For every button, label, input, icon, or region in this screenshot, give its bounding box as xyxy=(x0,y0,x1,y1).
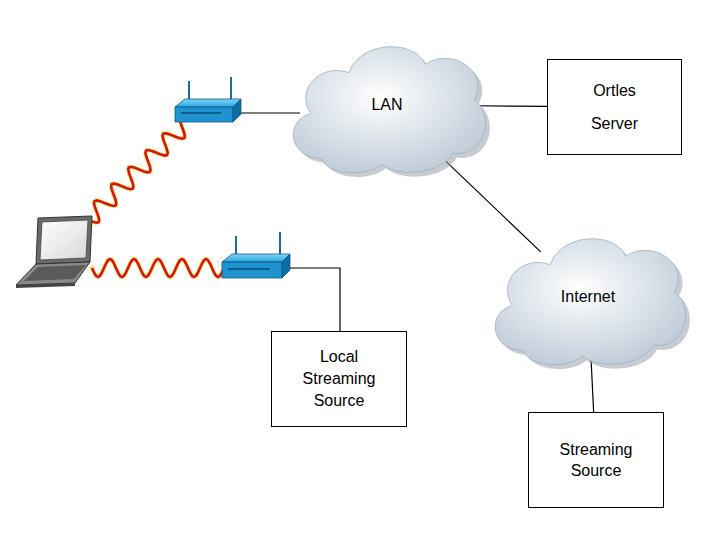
cloud-fill xyxy=(495,239,686,365)
router-wire xyxy=(290,268,340,332)
wireless-waves xyxy=(88,116,224,277)
network-link xyxy=(474,105,547,107)
laptop-icon xyxy=(16,216,92,288)
router-wire xyxy=(240,112,300,113)
device-label: Streaming Source xyxy=(550,439,642,481)
wave-glow xyxy=(92,259,224,277)
wireless-router xyxy=(175,77,241,122)
device-box: Local Streaming Source xyxy=(271,331,407,427)
device-label: Ortles Server xyxy=(569,74,661,140)
cloud-fill xyxy=(293,47,485,173)
network-cloud: Internet xyxy=(480,222,696,372)
wave-signal xyxy=(88,116,191,222)
device-box: Streaming Source xyxy=(528,412,664,508)
network-link xyxy=(434,150,540,252)
device-label: Local Streaming Source xyxy=(293,346,385,412)
wireless-router xyxy=(222,232,290,278)
network-label: LAN xyxy=(371,95,402,115)
wave-signal xyxy=(92,259,224,277)
device-box: Ortles Server xyxy=(547,59,682,155)
wave-glow xyxy=(88,116,191,222)
network-label: Internet xyxy=(561,287,615,307)
network-cloud: LAN xyxy=(278,30,496,180)
